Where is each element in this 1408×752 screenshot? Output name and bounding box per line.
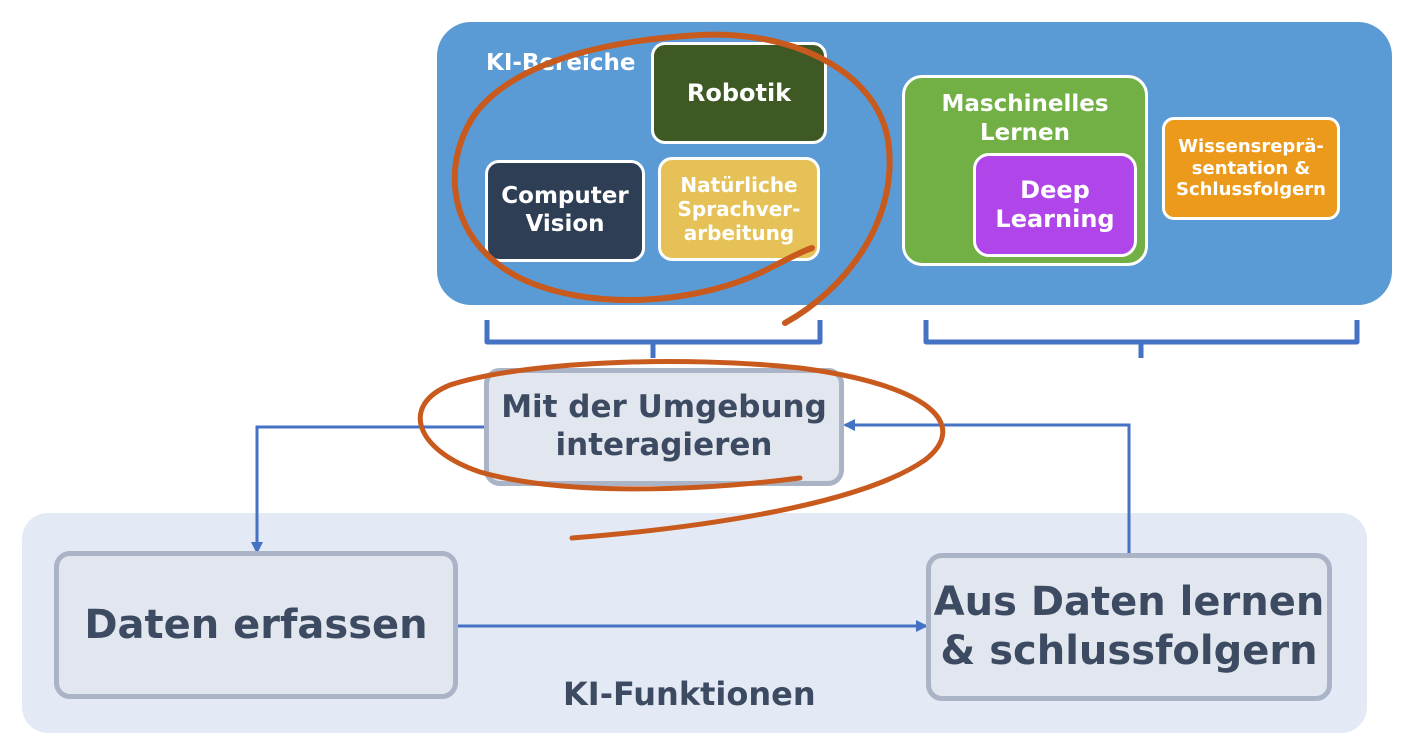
- ki-bereiche-title: KI-Bereiche: [486, 50, 636, 76]
- arrow-interact-to-capture: [251, 425, 484, 554]
- interact-environment-box: Mit der Umgebung interagieren: [484, 368, 844, 486]
- deep-learning-box: Deep Learning: [973, 153, 1137, 257]
- learn-from-data-box: Aus Daten lernen & schlussfolgern: [926, 553, 1332, 701]
- robotik-box: Robotik: [651, 42, 827, 144]
- computer-vision-box: Computer Vision: [485, 160, 645, 262]
- nlp-box: Natürliche Sprachver- arbeitung: [658, 157, 820, 261]
- left-bracket: [484, 320, 823, 358]
- highlight-circle-bottom: [417, 359, 946, 541]
- ki-funktionen-title: KI-Funktionen: [563, 675, 816, 713]
- capture-data-box: Daten erfassen: [54, 551, 458, 699]
- right-bracket: [923, 320, 1360, 358]
- wissensrepraesentation-box: Wissensreprä- sentation & Schlussfolgern: [1162, 117, 1340, 220]
- highlight-circle-top: [451, 31, 893, 326]
